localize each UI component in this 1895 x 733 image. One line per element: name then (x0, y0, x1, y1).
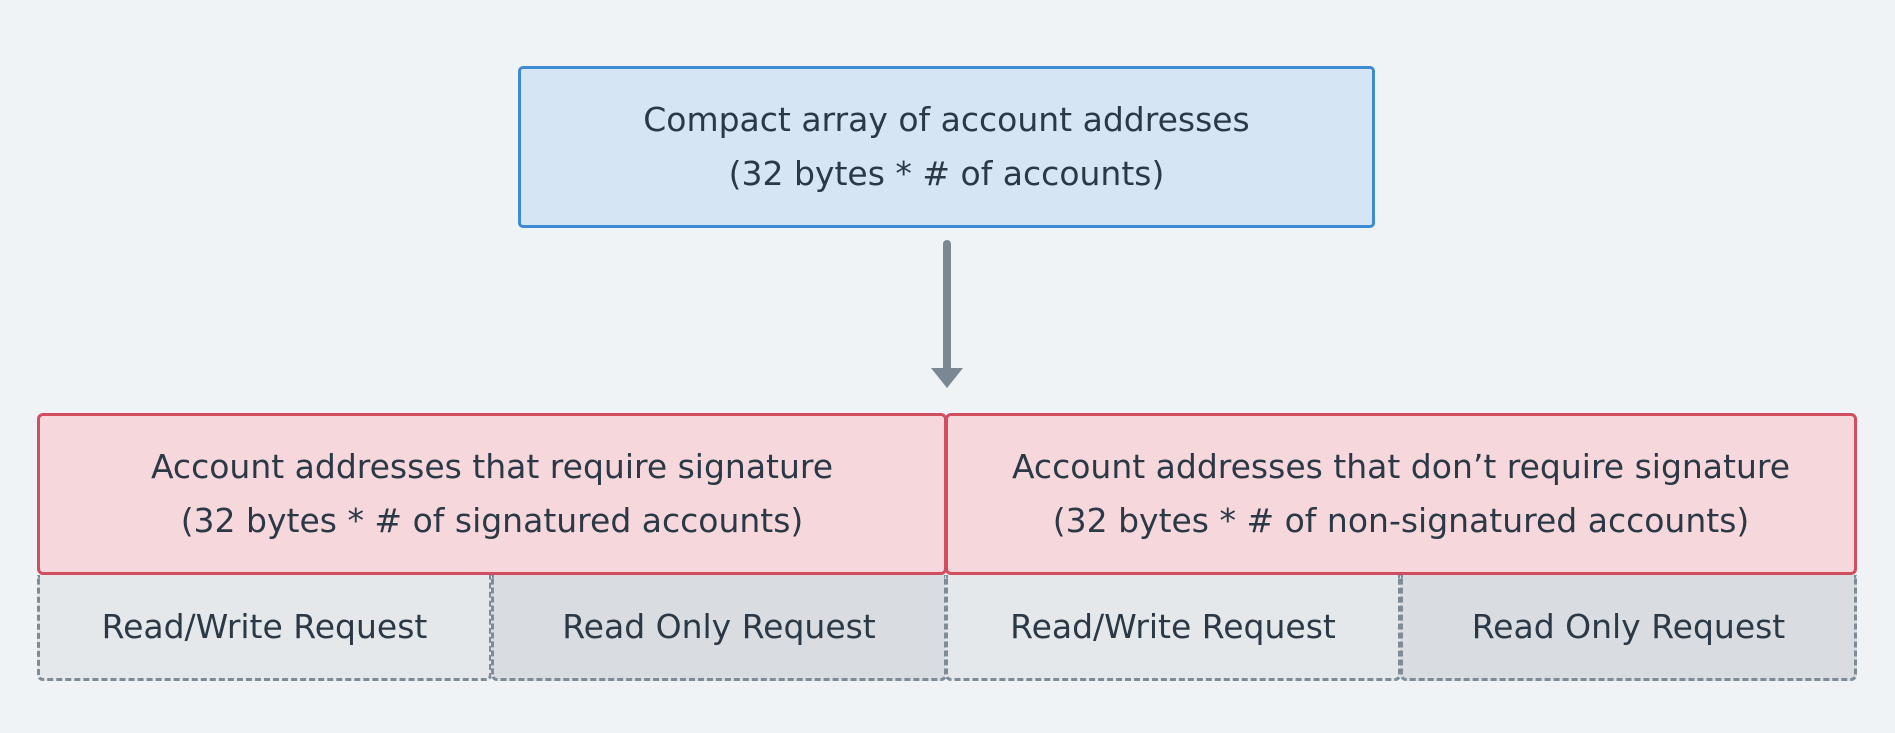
compact-array-title: Compact array of account addresses (643, 100, 1250, 139)
down-arrow (931, 240, 963, 388)
compact-array-size: (32 bytes * # of accounts) (728, 154, 1165, 193)
unsigned-accounts-box: Account addresses that don’t require sig… (945, 413, 1857, 575)
signed-read-write-request: Read/Write Request (37, 575, 492, 681)
unsigned-accounts-size: (32 bytes * # of non-signatured accounts… (1052, 501, 1750, 540)
unsigned-accounts-title: Account addresses that don’t require sig… (1011, 447, 1791, 486)
signed-read-write-label: Read/Write Request (101, 607, 428, 646)
signed-accounts-size: (32 bytes * # of signatured accounts) (180, 501, 804, 540)
compact-array-box: Compact array of account addresses (32 b… (518, 66, 1375, 228)
unsigned-read-only-label: Read Only Request (1471, 607, 1786, 646)
signed-accounts-box: Account addresses that require signature… (37, 413, 947, 575)
unsigned-read-write-request: Read/Write Request (945, 575, 1401, 681)
unsigned-read-write-label: Read/Write Request (1010, 607, 1336, 646)
unsigned-read-only-request: Read Only Request (1400, 575, 1857, 681)
signed-accounts-title: Account addresses that require signature (150, 447, 834, 486)
signed-read-only-label: Read Only Request (562, 607, 876, 646)
signed-read-only-request: Read Only Request (491, 575, 947, 681)
